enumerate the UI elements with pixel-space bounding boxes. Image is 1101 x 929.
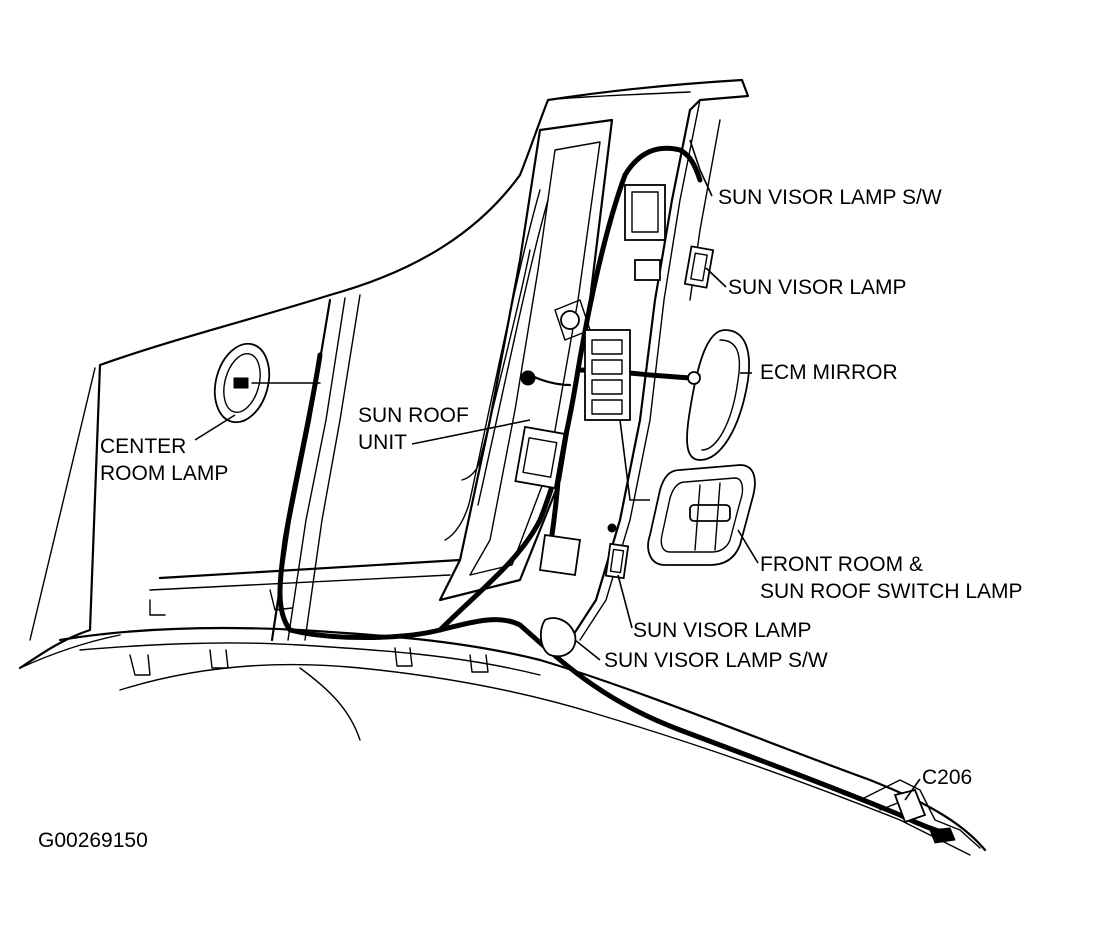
- sunroof-unit-body: [514, 299, 591, 490]
- label-sun-roof-unit-line1: SUN ROOF: [358, 404, 469, 427]
- label-front-room-lamp-line1: FRONT ROOM &: [760, 553, 923, 576]
- headliner-outline: [18, 78, 750, 670]
- label-c206: C206: [922, 766, 973, 789]
- label-sun-visor-lamp-bottom: SUN VISOR LAMP: [633, 619, 812, 642]
- ecm-mirror-part: [686, 329, 750, 461]
- label-sun-visor-lamp-top: SUN VISOR LAMP: [728, 276, 907, 299]
- c206-connector-part: [893, 788, 956, 844]
- center-room-lamp-part: [213, 342, 321, 424]
- leader-lines: [194, 139, 921, 801]
- front-room-lamp-part: [647, 464, 756, 566]
- lower-visor-switch-part: [538, 533, 582, 658]
- switch-block: [520, 329, 631, 421]
- front-header-frame: [568, 108, 692, 642]
- label-center-room-lamp-line1: CENTER: [100, 435, 187, 458]
- label-front-room-lamp: FRONT ROOM & SUN ROOF SWITCH LAMP: [760, 551, 1023, 605]
- lower-frame: [58, 626, 987, 852]
- label-front-room-lamp-line2: SUN ROOF SWITCH LAMP: [760, 580, 1023, 603]
- mounting-tabs: [129, 589, 489, 676]
- label-center-room-lamp: CENTER ROOM LAMP: [100, 433, 228, 487]
- label-sun-roof-unit-line2: UNIT: [358, 431, 407, 454]
- label-sun-visor-lamp-sw-top: SUN VISOR LAMP S/W: [718, 186, 942, 209]
- label-ecm-mirror: ECM MIRROR: [760, 361, 898, 384]
- label-sun-visor-lamp-sw-bottom: SUN VISOR LAMP S/W: [604, 649, 828, 672]
- figure-id: G00269150: [38, 829, 148, 852]
- label-center-room-lamp-line2: ROOM LAMP: [100, 462, 229, 485]
- wiring-harness: [277, 352, 953, 838]
- label-sun-roof-unit: SUN ROOF UNIT: [358, 402, 469, 456]
- top-visor-bracket: [624, 184, 715, 289]
- lower-visor-lamp-part: [604, 523, 630, 580]
